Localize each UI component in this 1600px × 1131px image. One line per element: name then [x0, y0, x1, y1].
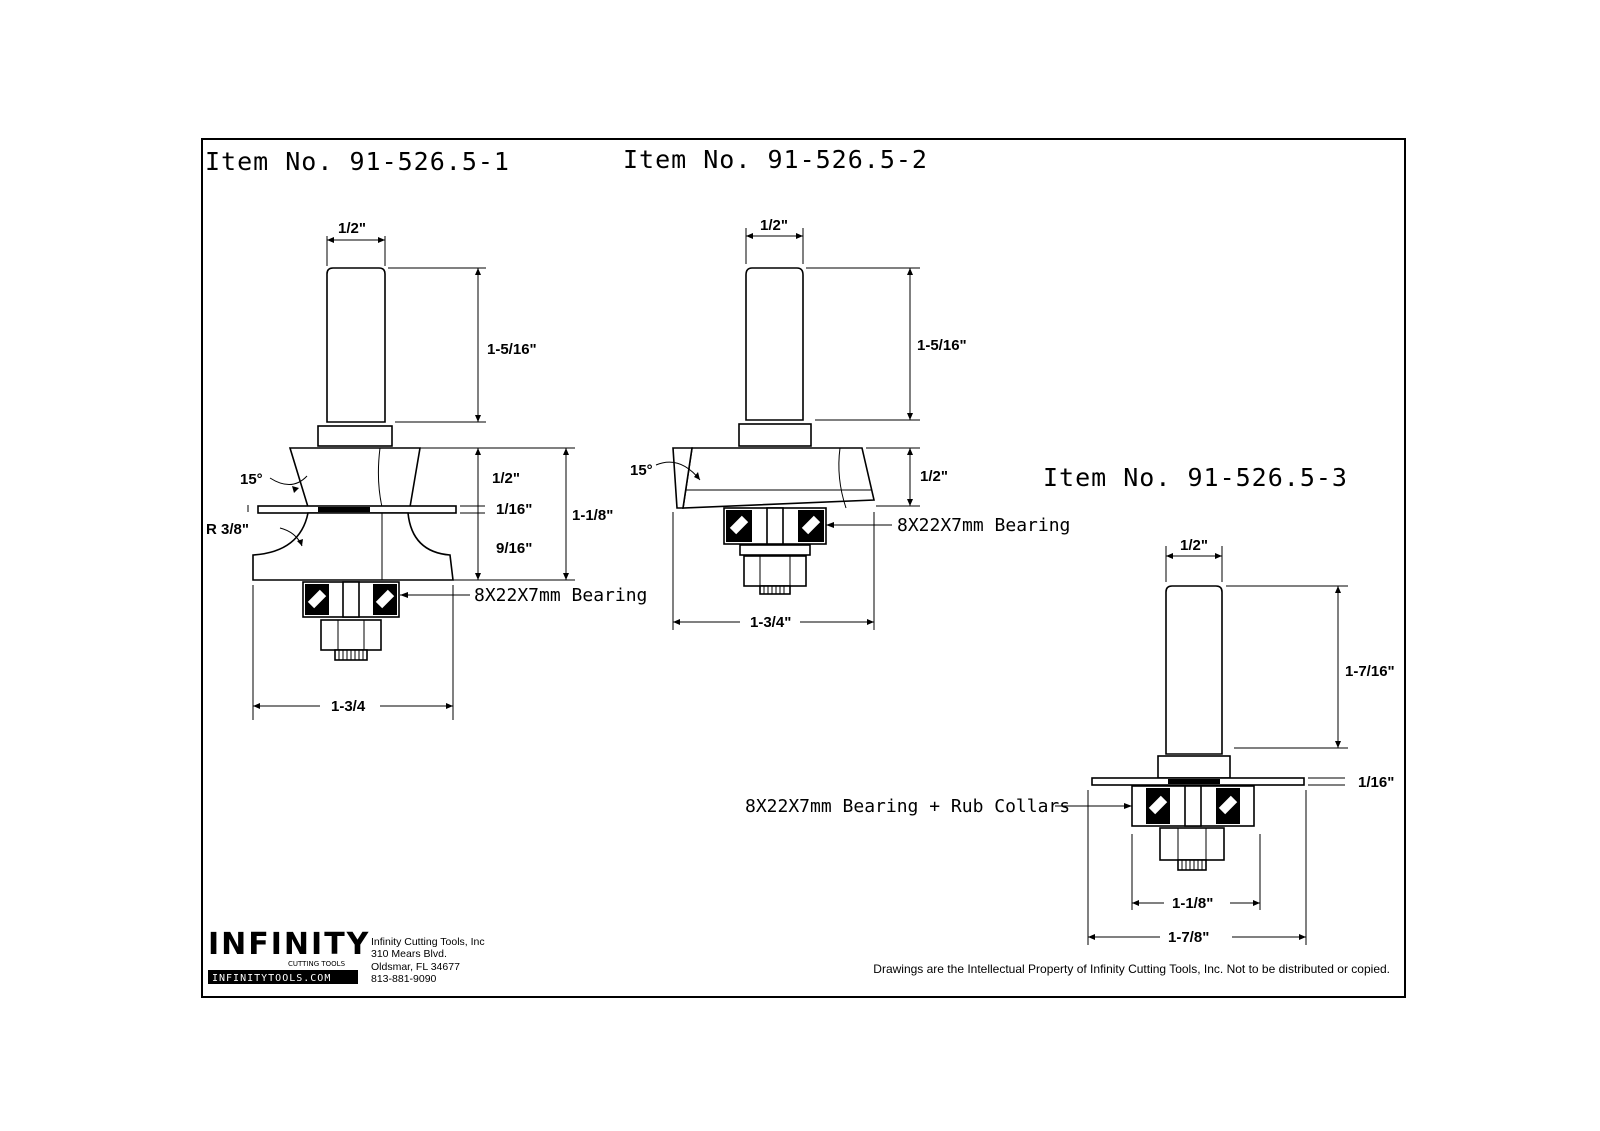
item-2-shank-len: 1-5/16" — [917, 337, 967, 354]
company-phone: 813-881-9090 — [371, 973, 437, 985]
item-2-bearing-note: 8X22X7mm Bearing — [897, 515, 1070, 536]
item-3-bit-drawing — [1091, 585, 1305, 871]
company-logo-sub: CUTTING TOOLS — [288, 960, 346, 968]
item-2-shank-dia: 1/2" — [760, 217, 788, 234]
company-logo: INFINITY CUTTING TOOLS INFINITYTOOLS.COM — [208, 927, 370, 984]
drawing-border — [201, 138, 1406, 998]
item-1-dimensions — [247, 236, 575, 720]
item-3-bearing-note: 8X22X7mm Bearing + Rub Collars — [745, 796, 1070, 817]
item-3-shank-dia: 1/2" — [1180, 537, 1208, 554]
item-1-shank-len: 1-5/16" — [487, 341, 537, 358]
item-2-dimensions — [655, 228, 920, 630]
item-2-cut-h: 1/2" — [920, 468, 948, 485]
company-city: Oldsmar, FL 34677 — [371, 961, 460, 973]
item-3-blade-t: 1/16" — [1358, 774, 1394, 791]
item-1-upper: 1/2" — [492, 470, 520, 487]
item-1-gap: 1/16" — [496, 501, 532, 518]
item-3-dimensions — [1055, 546, 1348, 945]
item-2-width: 1-3/4" — [750, 614, 791, 631]
item-3-shank-len: 1-7/16" — [1345, 663, 1395, 680]
item-2-angle: 15° — [630, 462, 653, 479]
company-logo-text: INFINITY — [208, 927, 370, 962]
item-1-overall-h: 1-1/8" — [572, 507, 613, 524]
item-2-title: Item No. 91-526.5-2 — [623, 145, 928, 174]
company-url-bar — [208, 970, 358, 984]
item-1-lower: 9/16" — [496, 540, 532, 557]
item-1-bearing-note: 8X22X7mm Bearing — [474, 585, 647, 606]
item-1-angle: 15° — [240, 471, 263, 488]
item-1-title: Item No. 91-526.5-1 — [205, 147, 510, 176]
item-1-bit-drawing — [252, 267, 457, 661]
company-street: 310 Mears Blvd. — [371, 948, 447, 960]
item-2-bit-drawing — [672, 267, 875, 595]
item-3-title: Item No. 91-526.5-3 — [1043, 463, 1348, 492]
item-1-radius: R 3/8" — [206, 521, 249, 538]
copyright-footer: Drawings are the Intellectual Property o… — [873, 962, 1390, 976]
item-1-width: 1-3/4 — [331, 698, 366, 715]
company-name: Infinity Cutting Tools, Inc — [371, 936, 485, 948]
item-3-outer-w: 1-7/8" — [1168, 929, 1209, 946]
item-1-shank-dia: 1/2" — [338, 220, 366, 237]
company-url: INFINITYTOOLS.COM — [212, 973, 331, 984]
item-3-inner-w: 1-1/8" — [1172, 895, 1213, 912]
